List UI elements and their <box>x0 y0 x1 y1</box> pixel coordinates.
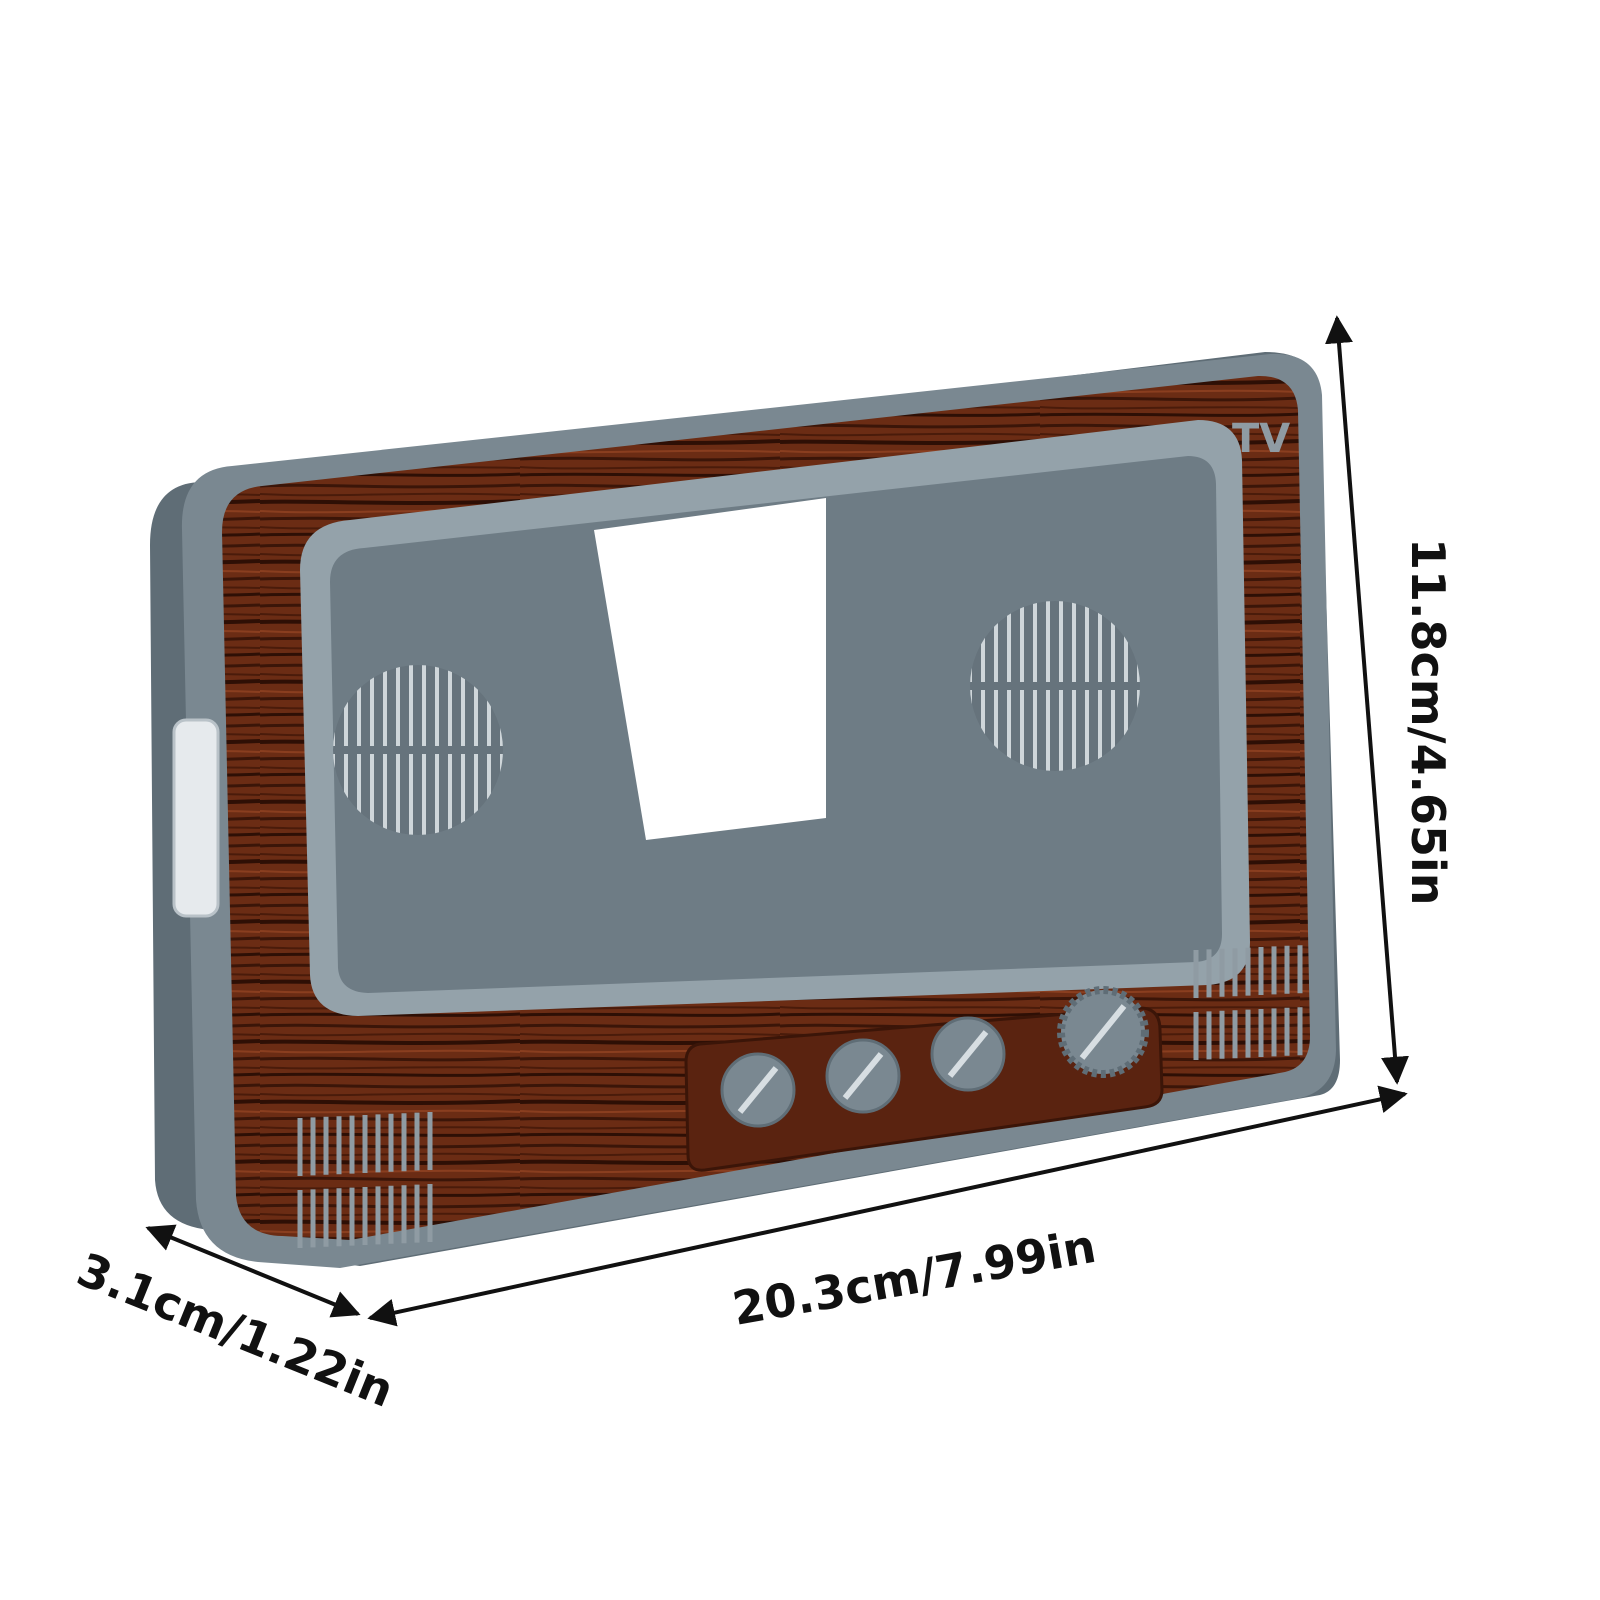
knob-3 <box>930 1016 1006 1092</box>
depth-arrow <box>145 1224 361 1318</box>
tv-phone-holder: TV <box>150 352 1340 1268</box>
side-clip <box>172 718 220 918</box>
knob-4-ridged <box>1057 986 1149 1078</box>
tv-badge: TV <box>1232 416 1290 462</box>
width-label: 20.3cm/7.99in <box>729 1219 1100 1336</box>
height-arrow <box>1325 315 1409 1085</box>
knob-2 <box>825 1038 901 1114</box>
width-arrow <box>367 1085 1408 1327</box>
screen-cutout <box>594 498 826 840</box>
right-speaker-grille <box>970 601 1140 771</box>
right-vent <box>1193 945 1303 1060</box>
left-speaker-grille <box>333 665 503 835</box>
height-label: 11.8cm/4.65in <box>1401 538 1455 906</box>
knob-1 <box>720 1052 796 1128</box>
depth-label: 3.1cm/1.22in <box>70 1242 401 1418</box>
